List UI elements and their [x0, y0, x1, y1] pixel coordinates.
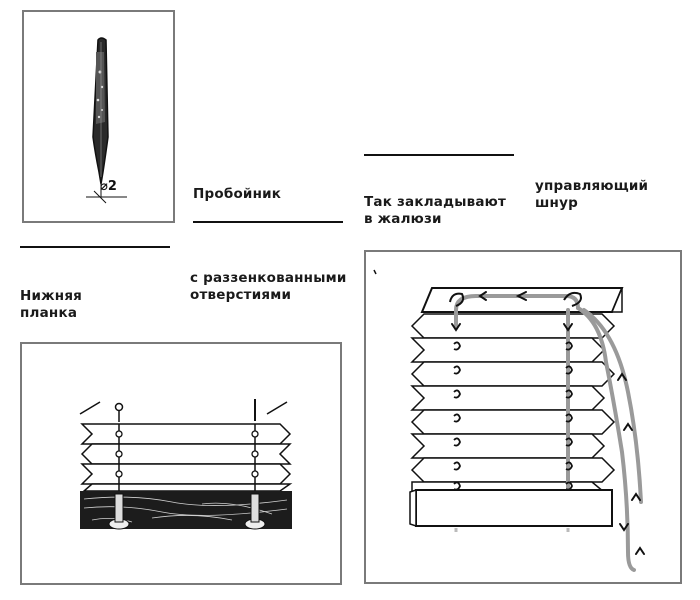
bottom-bar-panel: [20, 342, 342, 585]
blind-assembly-panel: [364, 250, 682, 584]
divider-rule: [364, 154, 514, 156]
diameter-label: ⌀2: [100, 179, 117, 194]
punch-tool-illustration: [86, 37, 127, 204]
bottom-bar-illustration: [79, 399, 293, 530]
divider-rule: [20, 246, 170, 248]
countersunk-label: с раззенкованными отверстиями: [190, 270, 347, 303]
blind-assembly-illustration: [373, 269, 645, 572]
bottom-bar-label: Нижняя планка: [20, 288, 83, 321]
cord-label: управляющий шнур: [535, 178, 649, 211]
punch-tool-panel: ⌀2: [22, 10, 175, 223]
divider-rule: [193, 221, 343, 223]
punch-label: Пробойник: [193, 186, 282, 202]
insert-label: Так закладывают в жалюзи: [364, 194, 507, 227]
